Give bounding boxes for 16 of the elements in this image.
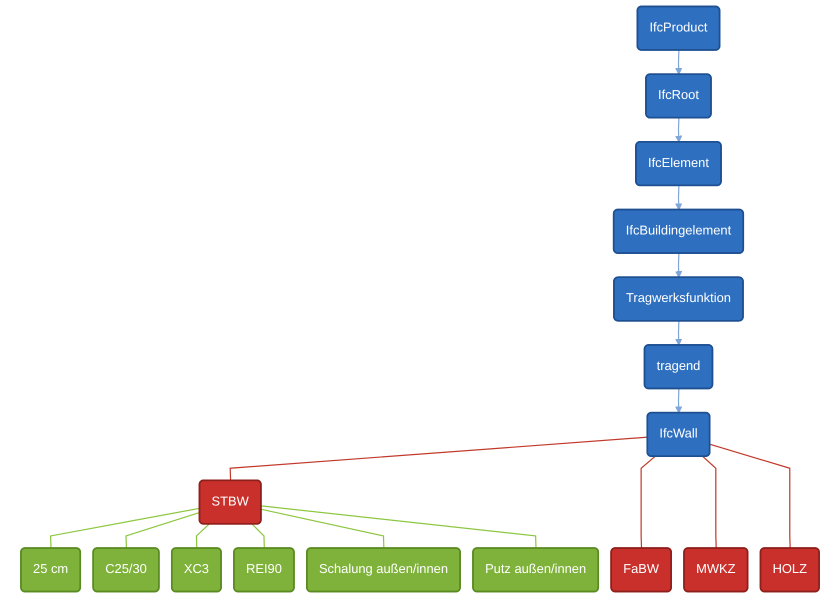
arrow bbox=[675, 253, 682, 278]
connector bbox=[710, 444, 791, 548]
arrow bbox=[675, 186, 682, 210]
connector bbox=[702, 456, 717, 548]
connector bbox=[640, 456, 656, 548]
connector bbox=[252, 524, 265, 548]
connector bbox=[125, 512, 200, 548]
connector bbox=[230, 436, 648, 481]
arrow bbox=[675, 118, 682, 143]
arrow bbox=[675, 50, 682, 75]
arrow bbox=[675, 388, 682, 414]
connector bbox=[50, 508, 200, 548]
connector bbox=[196, 524, 210, 548]
connector bbox=[261, 505, 537, 548]
arrow bbox=[675, 321, 682, 346]
connector bbox=[261, 508, 384, 548]
